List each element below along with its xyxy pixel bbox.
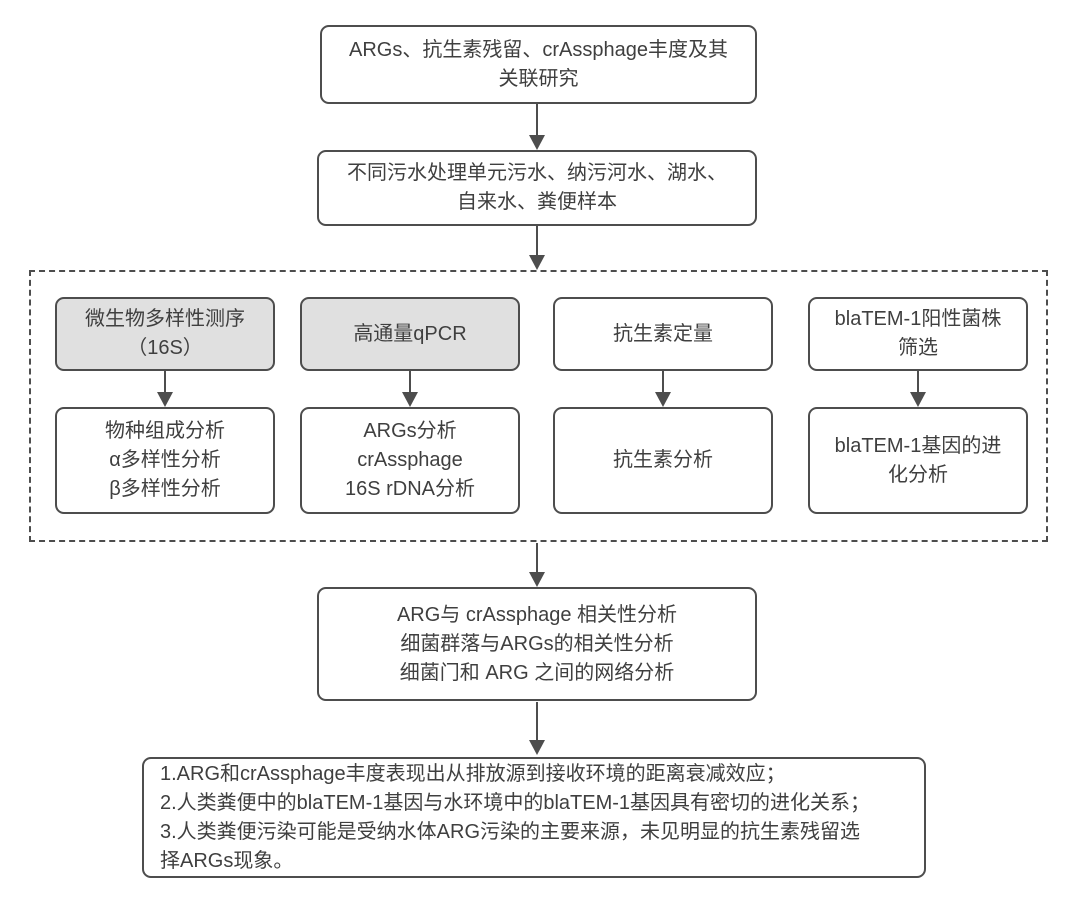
arrow-method-16s-icon [157, 371, 173, 407]
arrow-title-to-samples-icon [529, 104, 545, 150]
analysis-box-blatem: blaTEM-1基因的进 化分析 [808, 407, 1028, 514]
title-box: ARGs、抗生素残留、crAssphage丰度及其 关联研究 [320, 25, 757, 104]
method-box-blatem: blaTEM-1阳性菌株 筛选 [808, 297, 1028, 371]
analysis-box-antibiotic: 抗生素分析 [553, 407, 773, 514]
analysis-box-16s: 物种组成分析 α多样性分析 β多样性分析 [55, 407, 275, 514]
arrow-method-blatem-icon [910, 371, 926, 407]
arrow-methods-to-correlation-icon [529, 543, 545, 587]
samples-box: 不同污水处理单元污水、纳污河水、湖水、 自来水、粪便样本 [317, 150, 757, 226]
arrow-method-antibiotic-icon [655, 371, 671, 407]
method-box-16s: 微生物多样性测序 （16S） [55, 297, 275, 371]
analysis-box-qpcr: ARGs分析 crAssphage 16S rDNA分析 [300, 407, 520, 514]
arrow-correlation-to-conclusions-icon [529, 702, 545, 755]
methods-panel [29, 270, 1048, 542]
method-box-antibiotic: 抗生素定量 [553, 297, 773, 371]
arrow-samples-to-methods-icon [529, 226, 545, 270]
conclusions-box: 1.ARG和crAssphage丰度表现出从排放源到接收环境的距离衰减效应； 2… [142, 757, 926, 878]
arrow-method-qpcr-icon [402, 371, 418, 407]
correlation-box: ARG与 crAssphage 相关性分析 细菌群落与ARGs的相关性分析 细菌… [317, 587, 757, 701]
method-box-qpcr: 高通量qPCR [300, 297, 520, 371]
